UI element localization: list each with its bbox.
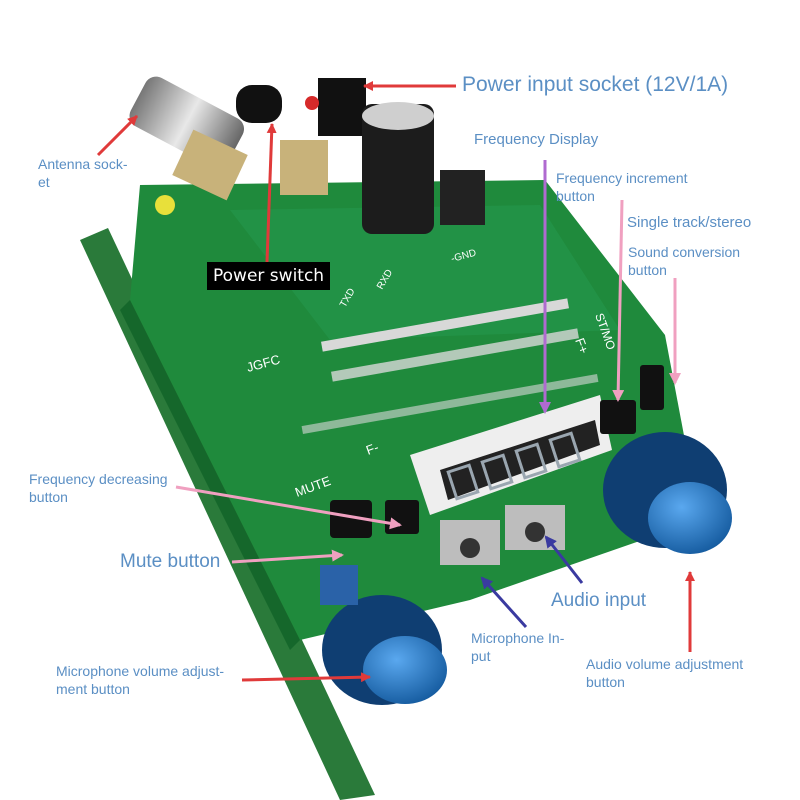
label-mic-input-line2: put [471, 647, 491, 664]
arrow-antenna [96, 114, 139, 157]
label-mic-input-line1: Microphone In- [471, 630, 565, 646]
annotation-arrows [96, 81, 695, 683]
audio-volume-knob [603, 432, 732, 554]
arrow-mic-input [480, 576, 528, 629]
label-freq-increment-line2: button [556, 187, 595, 204]
label-antenna-line1: Antenna sock- [38, 156, 128, 172]
silk-f-minus: F- [364, 440, 381, 458]
power-socket [305, 78, 366, 136]
label-sound-conversion-line2: button [628, 261, 667, 278]
label-antenna-line2: et [38, 173, 50, 190]
arrow-freq-decrease [175, 485, 402, 530]
power-switch-component [236, 85, 328, 195]
label-single-track-stereo: Single track/stereo [627, 214, 752, 231]
label-sound-conversion-line1: Sound conversion [628, 244, 741, 260]
label-audio-volume-line2: button [586, 673, 625, 690]
arrow-freq-increment [612, 199, 625, 402]
label-freq-decrease: Frequency decreasing button [29, 471, 168, 506]
label-frequency-display: Frequency Display [474, 131, 599, 148]
label-audio-volume: Audio volume adjustment button [586, 656, 743, 691]
label-freq-increment-line1: Frequency increment [556, 170, 688, 186]
label-mic-input: Microphone In- put [471, 630, 564, 665]
label-antenna: Antenna sock- et [38, 156, 128, 191]
antenna-socket [129, 76, 248, 215]
header-pins [301, 298, 599, 434]
arrow-audio-input [544, 535, 584, 584]
label-power-switch: Power switch [207, 262, 331, 290]
arrow-mic-volume [241, 672, 371, 683]
label-mute-button: Mute button [120, 551, 221, 572]
label-freq-decrease-line2: button [29, 488, 68, 505]
label-sound-conversion: Sound conversion button [628, 244, 740, 279]
silk-f-plus: F+ [572, 336, 591, 356]
label-mic-volume-line2: ment button [56, 680, 130, 697]
label-mic-volume: Microphone volume adjust- ment button [56, 663, 224, 698]
arrow-power-switch [265, 123, 277, 263]
label-power-input: Power input socket (12V/1A) [462, 73, 729, 96]
frequency-display-module [410, 395, 612, 515]
label-freq-increment: Frequency increment button [556, 170, 688, 205]
arrow-mute [231, 549, 344, 564]
label-freq-decrease-line1: Frequency decreasing [29, 471, 168, 487]
label-mic-volume-line1: Microphone volume adjust- [56, 663, 225, 679]
label-audio-input: Audio input [551, 590, 647, 611]
capacitor [362, 102, 485, 234]
label-audio-volume-line1: Audio volume adjustment [586, 656, 744, 672]
